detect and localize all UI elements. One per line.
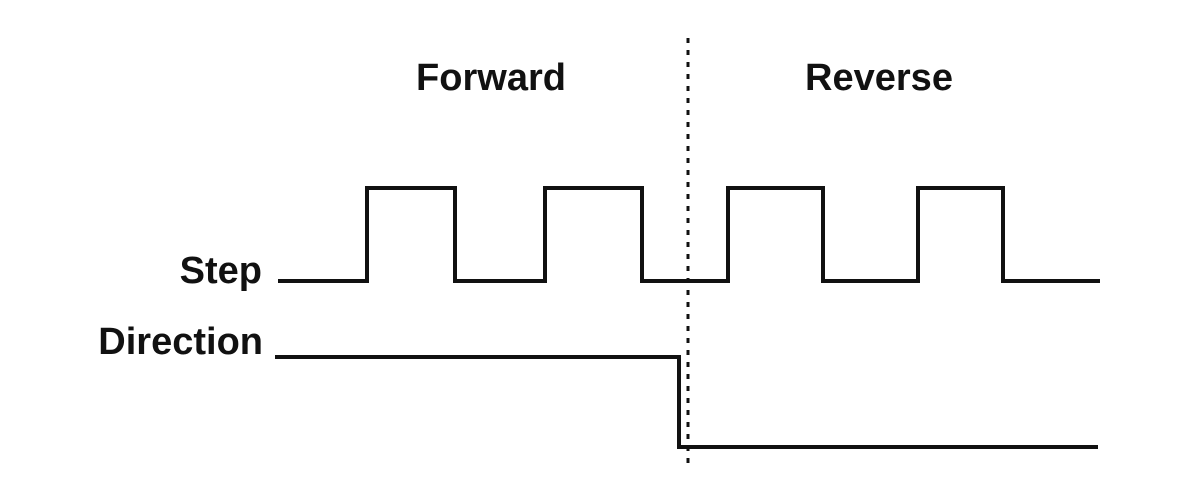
signal-label-step: Step (180, 250, 262, 292)
step-waveform (278, 186, 1100, 283)
phase-label-reverse: Reverse (805, 57, 953, 99)
phase-label-forward: Forward (416, 57, 566, 99)
signal-label-direction: Direction (98, 321, 263, 363)
direction-waveform (275, 355, 1098, 449)
